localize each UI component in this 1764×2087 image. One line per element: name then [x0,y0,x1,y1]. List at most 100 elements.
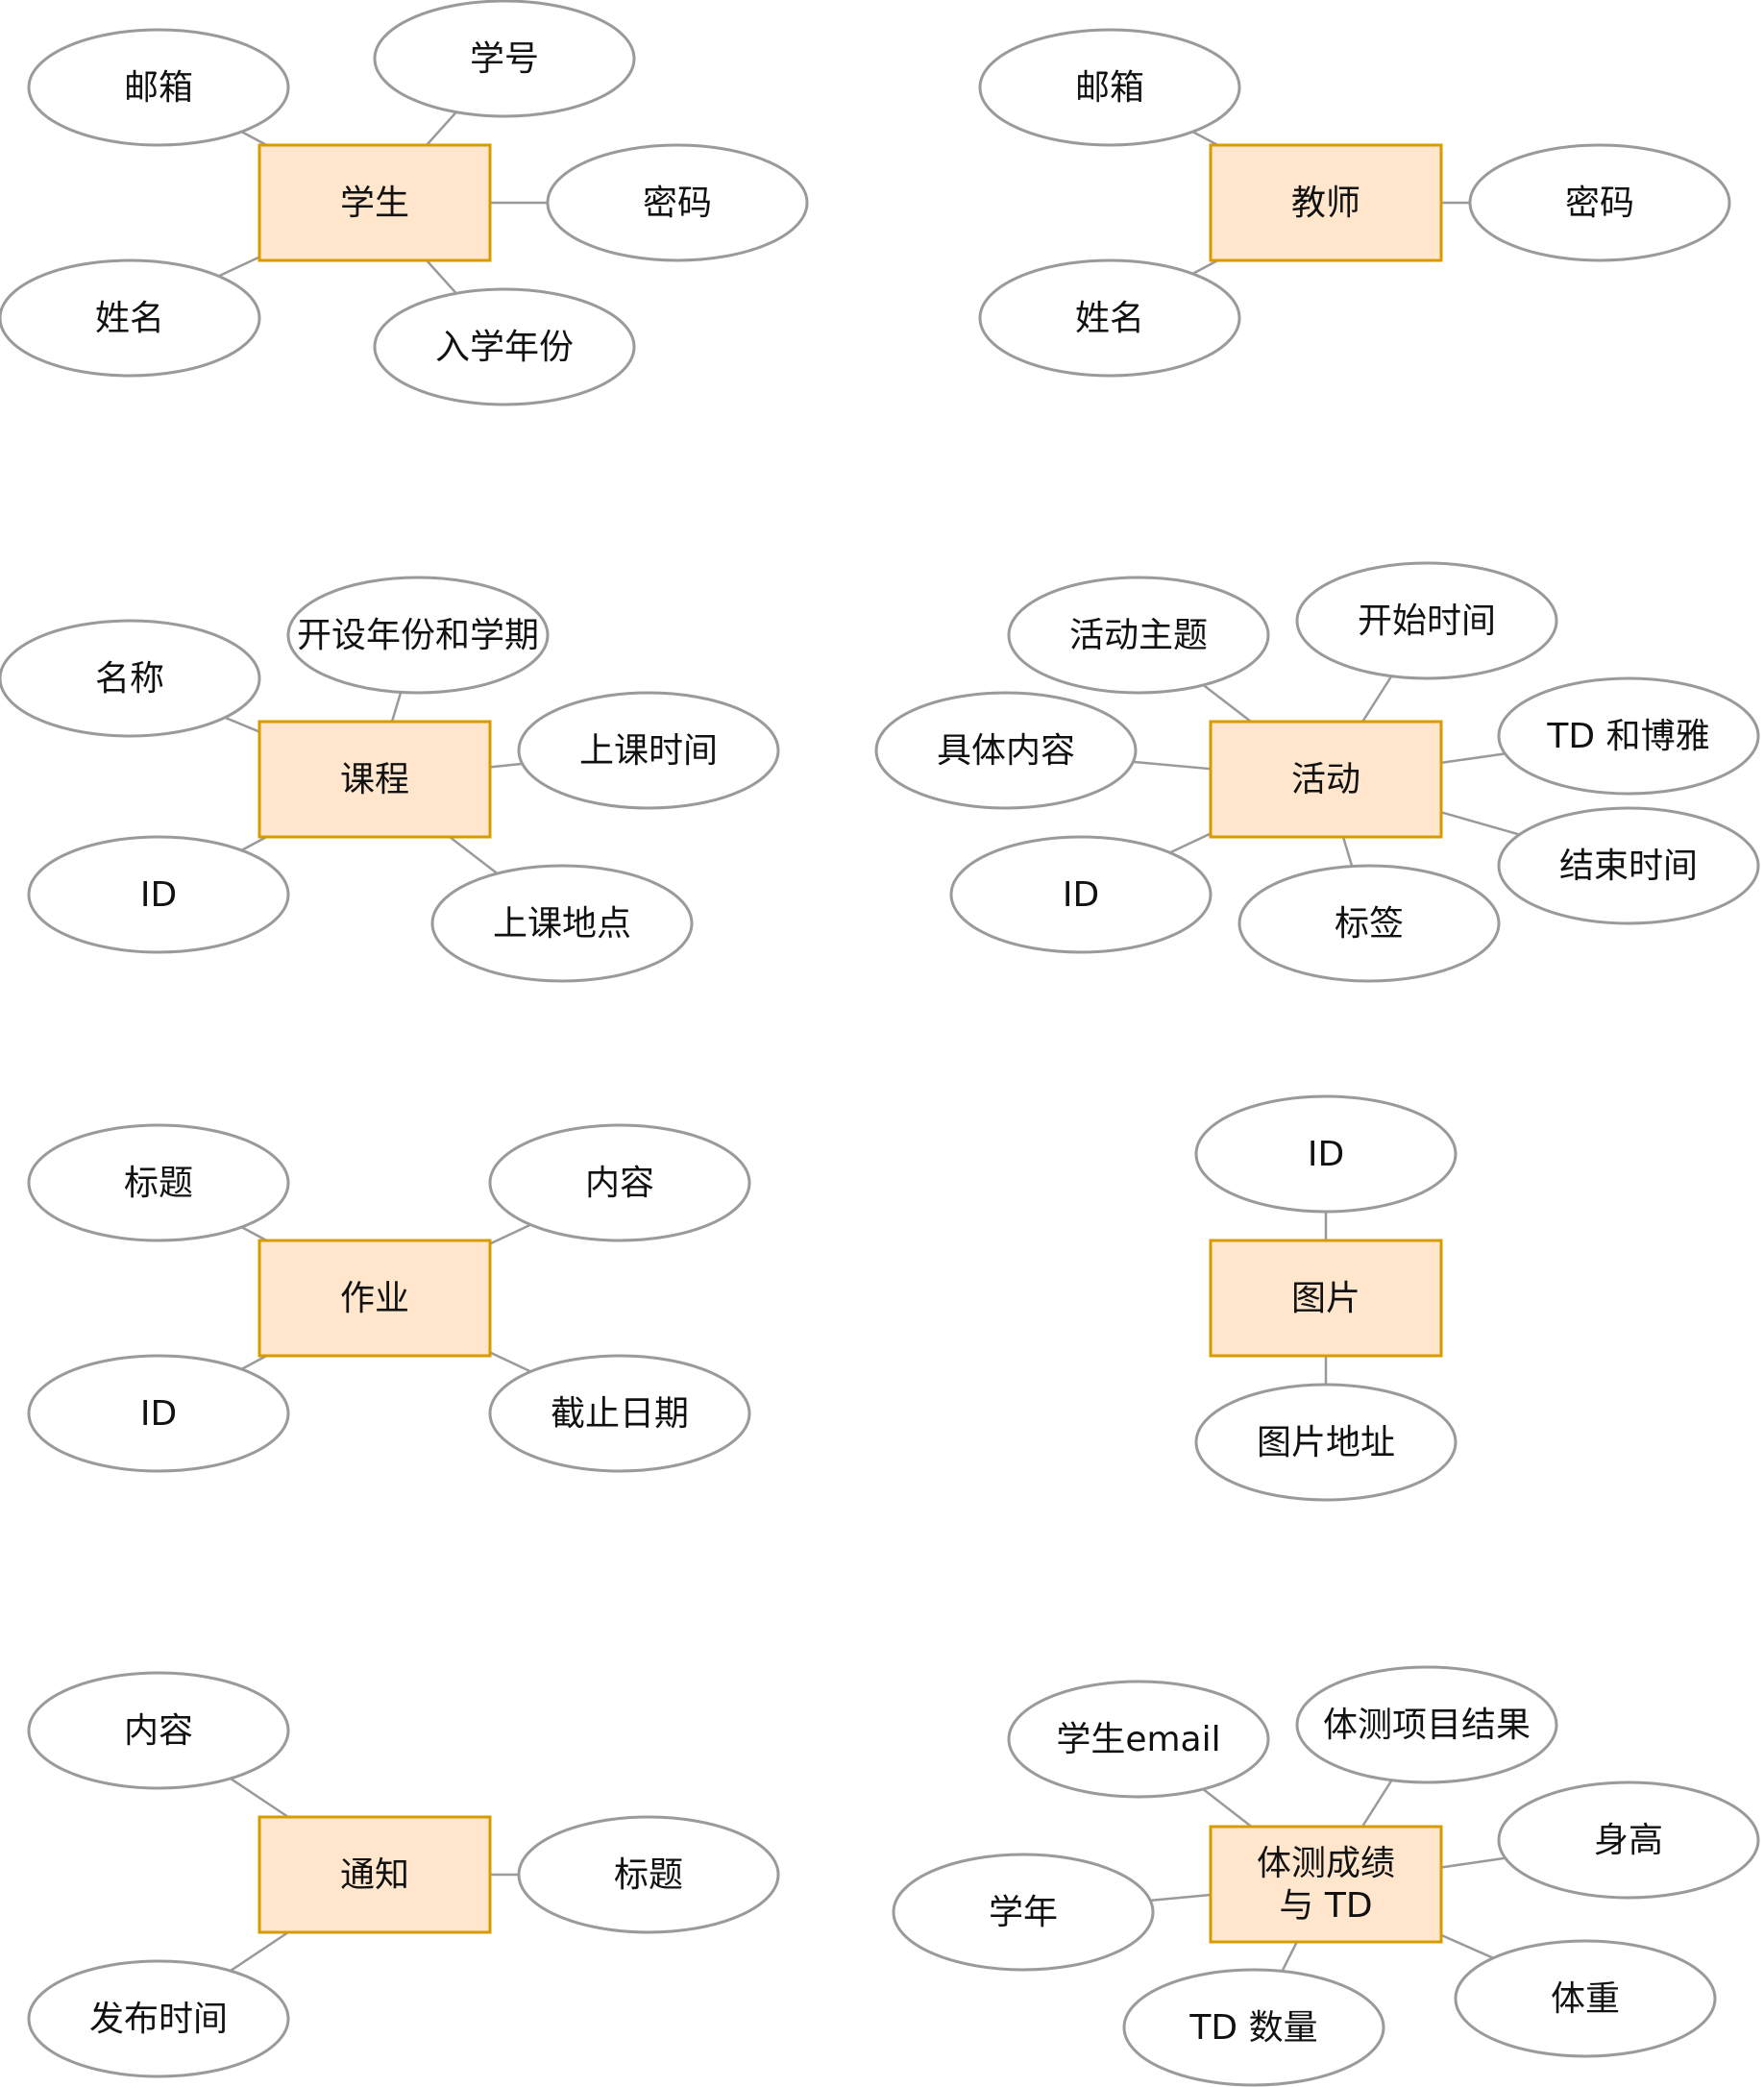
attribute-label-体测项目结果: 体测项目结果 [1323,1706,1531,1745]
attribute-ellipse-学生email [1007,1680,1270,1799]
attribute-ellipse-身高 [1497,1780,1760,1900]
attribute-ellipse-学号 [373,0,636,118]
attribute-ellipse-姓名 [978,258,1241,378]
connector-课程-开设年份和学期 [390,692,403,723]
entity-label-课程: 课程 [340,760,409,799]
attribute-ellipse-活动主题 [1007,576,1270,695]
attribute-label-TD-和博雅: TD 和博雅 [1546,717,1709,756]
attribute-label-学生email: 学生email [1056,1720,1220,1759]
connector-体测成绩-与-TD-学生email [1202,1788,1253,1828]
attribute-ellipse-截止日期 [488,1354,751,1473]
connector-活动-ID [1169,832,1212,854]
attribute-ellipse-标签 [1237,864,1501,983]
attribute-label-体重: 体重 [1551,1979,1620,2019]
attribute-label-截止日期: 截止日期 [551,1394,689,1434]
attribute-ellipse-ID [1194,1094,1458,1214]
attribute-label-具体内容: 具体内容 [937,731,1075,771]
attribute-label-ID: ID [140,875,177,915]
connector-作业-截止日期 [489,1351,531,1373]
attribute-label-入学年份: 入学年份 [435,328,574,367]
attribute-ellipse-邮箱 [27,28,290,147]
attribute-ellipse-邮箱 [978,28,1241,147]
connector-课程-上课时间 [489,762,523,769]
entity-label-教师: 教师 [1291,184,1360,223]
connector-体测成绩-与-TD-学年 [1150,1893,1212,1903]
attribute-label-邮箱: 邮箱 [124,68,193,108]
attribute-ellipse-名称 [0,619,261,738]
connector-活动-开始时间 [1361,675,1393,723]
attribute-label-ID: ID [1308,1135,1344,1174]
connector-活动-具体内容 [1133,760,1212,771]
attribute-label-ID: ID [140,1394,177,1434]
attribute-label-ID: ID [1063,875,1099,915]
entity-box-通知 [257,1815,492,1934]
connector-体测成绩-与-TD-体重 [1440,1933,1494,1959]
attribute-label-名称: 名称 [95,659,164,699]
attribute-label-上课地点: 上课地点 [493,904,631,944]
attribute-ellipse-结束时间 [1497,806,1760,925]
entity-label-作业: 作业 [340,1279,409,1318]
attribute-label-活动主题: 活动主题 [1069,616,1208,655]
attribute-label-开设年份和学期: 开设年份和学期 [297,616,539,655]
attribute-ellipse-开始时间 [1295,561,1558,680]
attribute-ellipse-图片地址 [1194,1383,1458,1502]
connector-课程-ID [240,835,268,852]
attribute-ellipse-姓名 [0,258,261,378]
attribute-label-标签: 标签 [1335,904,1404,944]
entity-group-作业: 标题 内容 ID 截止日期 作业 [27,1123,751,1473]
entity-box-作业 [257,1239,492,1358]
attribute-label-密码: 密码 [1565,184,1634,223]
connector-学生-入学年份 [426,259,457,295]
attribute-label-姓名: 姓名 [1075,299,1144,338]
attribute-label-结束时间: 结束时间 [1559,847,1698,886]
attribute-ellipse-体测项目结果 [1295,1665,1558,1784]
attribute-ellipse-内容 [27,1671,290,1790]
links-layer [218,110,1520,1973]
attribute-label-TD-数量: TD 数量 [1188,2008,1317,2048]
entity-label-通知: 通知 [340,1855,409,1895]
connector-通知-发布时间 [230,1930,289,1973]
attribute-label-标题: 标题 [124,1164,193,1203]
connector-体测成绩-与-TD-体测项目结果 [1360,1780,1393,1828]
connector-活动-活动主题 [1202,683,1252,723]
connector-教师-邮箱 [1191,130,1219,147]
attribute-label-姓名: 姓名 [95,299,164,338]
connector-课程-上课地点 [449,836,499,875]
attribute-ellipse-ID [27,835,290,954]
connector-体测成绩-与-TD-身高 [1440,1856,1506,1869]
attribute-ellipse-上课时间 [517,691,780,810]
attribute-label-开始时间: 开始时间 [1358,602,1496,641]
attribute-ellipse-密码 [546,143,809,262]
attribute-ellipse-TD-和博雅 [1497,676,1760,796]
entity-box-课程 [257,720,492,839]
attribute-ellipse-ID [27,1354,290,1473]
connector-学生-邮箱 [240,130,268,147]
connector-活动-标签 [1341,836,1354,867]
connector-学生-学号 [426,110,457,146]
attribute-label-内容: 内容 [585,1164,654,1203]
attribute-ellipse-学年 [892,1853,1155,1972]
attribute-label-内容: 内容 [124,1711,193,1751]
entity-label-活动: 活动 [1291,760,1360,799]
attribute-ellipse-ID [949,835,1213,954]
entity-label-学生: 学生 [340,184,409,223]
entity-box-活动 [1209,720,1443,839]
connector-学生-姓名 [218,256,260,278]
attribute-label-发布时间: 发布时间 [89,2000,228,2039]
entity-box-体测成绩-与-TD [1209,1825,1443,1944]
attribute-label-图片地址: 图片地址 [1257,1423,1395,1462]
attribute-ellipse-体重 [1454,1939,1717,2058]
attribute-label-密码: 密码 [643,184,712,223]
connector-体测成绩-与-TD-TD-数量 [1281,1941,1298,1973]
connector-课程-名称 [224,716,260,733]
connector-通知-内容 [230,1777,289,1819]
attribute-ellipse-密码 [1468,143,1731,262]
attribute-label-身高: 身高 [1594,1821,1663,1860]
connector-活动-结束时间 [1440,811,1520,836]
